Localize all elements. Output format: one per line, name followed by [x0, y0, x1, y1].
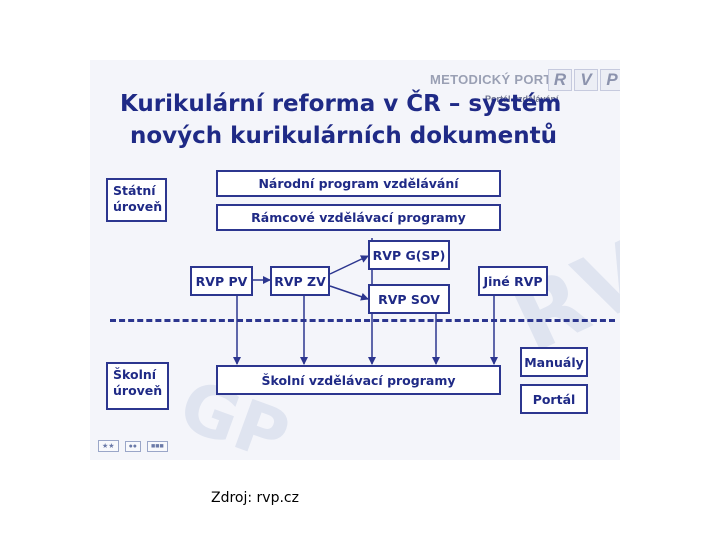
node-rvp-sov: RVP SOV — [368, 284, 450, 314]
slide: RVP GP METODICKÝ PORTÁL R V P Portál vzd… — [90, 60, 620, 460]
esf-logo-icon: ●● — [124, 440, 142, 452]
state-level-line-2: úroveň — [113, 199, 163, 214]
arrow-zv-g — [329, 255, 369, 275]
portal-subtitle: Portál vzdělávání — [485, 94, 559, 104]
rvp-logo-letters: R V P — [548, 69, 620, 91]
source-caption: Zdroj: rvp.cz — [211, 490, 299, 506]
node-national-program: Národní program vzdělávání — [216, 170, 501, 197]
node-manuals: Manuály — [520, 347, 588, 377]
node-rvp-pv: RVP PV — [190, 266, 253, 296]
node-school-programs: Školní vzdělávací programy — [216, 365, 501, 395]
msmt-logo-icon: ■■■ — [147, 440, 168, 452]
state-level-label: Státní úroveň — [106, 178, 167, 222]
node-portal: Portál — [520, 384, 588, 414]
title-line-1: Kurikulární reforma v ČR – systém — [120, 91, 562, 117]
level-divider — [110, 319, 615, 322]
school-level-line-2: úroveň — [113, 383, 163, 398]
school-level-line-1: Školní — [113, 367, 157, 382]
rvp-letter-v: V — [574, 69, 598, 91]
portal-name: METODICKÝ PORTÁL — [430, 72, 570, 87]
project-logos: ★★ ●● ■■■ — [98, 440, 168, 452]
node-other-rvp: Jiné RVP — [478, 266, 548, 296]
slide-title: Kurikulární reforma v ČR – systém nových… — [120, 88, 600, 152]
node-rvp-g: RVP G(SP) — [368, 240, 450, 270]
node-frame-programs: Rámcové vzdělávací programy — [216, 204, 501, 231]
state-level-line-1: Státní — [113, 183, 156, 198]
rvp-letter-p: P — [600, 69, 620, 91]
title-line-2: nových kurikulárních dokumentů — [130, 123, 558, 149]
rvp-letter-r: R — [548, 69, 572, 91]
node-rvp-zv: RVP ZV — [270, 266, 330, 296]
eu-logo-icon: ★★ — [98, 440, 119, 452]
school-level-label: Školní úroveň — [106, 362, 169, 410]
arrow-zv-sov — [329, 285, 369, 301]
